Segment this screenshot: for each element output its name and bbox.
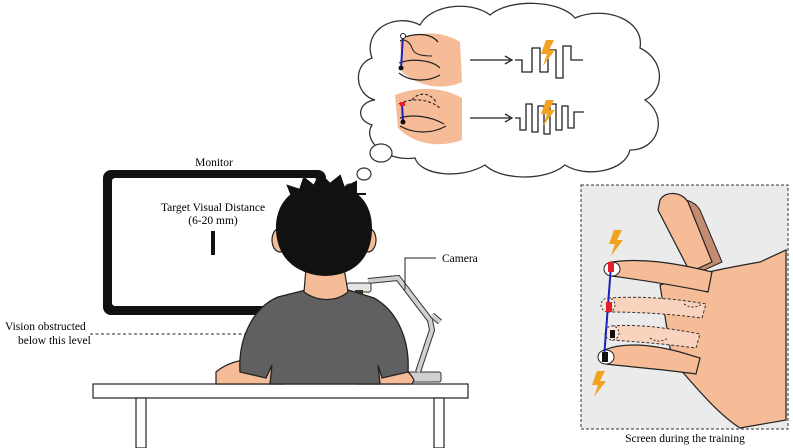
target-line [211,231,215,255]
thought-dot-medium [356,167,372,181]
desk [92,383,469,448]
hand [597,192,787,429]
thumb-marker-dark [602,352,608,362]
vision-obstructed-label-line1: Vision obstructed [5,321,86,333]
arrow-icon [470,55,514,65]
pinch-open-hand [398,33,462,87]
thought-bubble [344,2,661,193]
vision-obstructed-label-line2: below this level [18,335,91,347]
ghost-marker-red [606,302,612,312]
monitor-label: Monitor [195,157,233,169]
training-screen-panel [580,184,789,430]
distance-range-label: (6-20 mm) [188,215,238,227]
sparse-pulse-signal [515,40,583,79]
hair [276,185,372,276]
training-screen-caption: Screen during the training [625,433,745,445]
thought-dot-large [369,143,393,163]
person [215,172,415,385]
camera-label: Camera [442,253,478,265]
dense-pulse-signal [515,100,584,135]
shirt [239,289,409,385]
target-visual-distance-label: Target Visual Distance [161,202,265,214]
pinch-closed-hand [395,88,462,145]
ghost-marker-dark [610,330,615,338]
arrow-icon [470,113,514,123]
target-marker-red [608,262,614,272]
camera-leader-line [404,257,436,290]
